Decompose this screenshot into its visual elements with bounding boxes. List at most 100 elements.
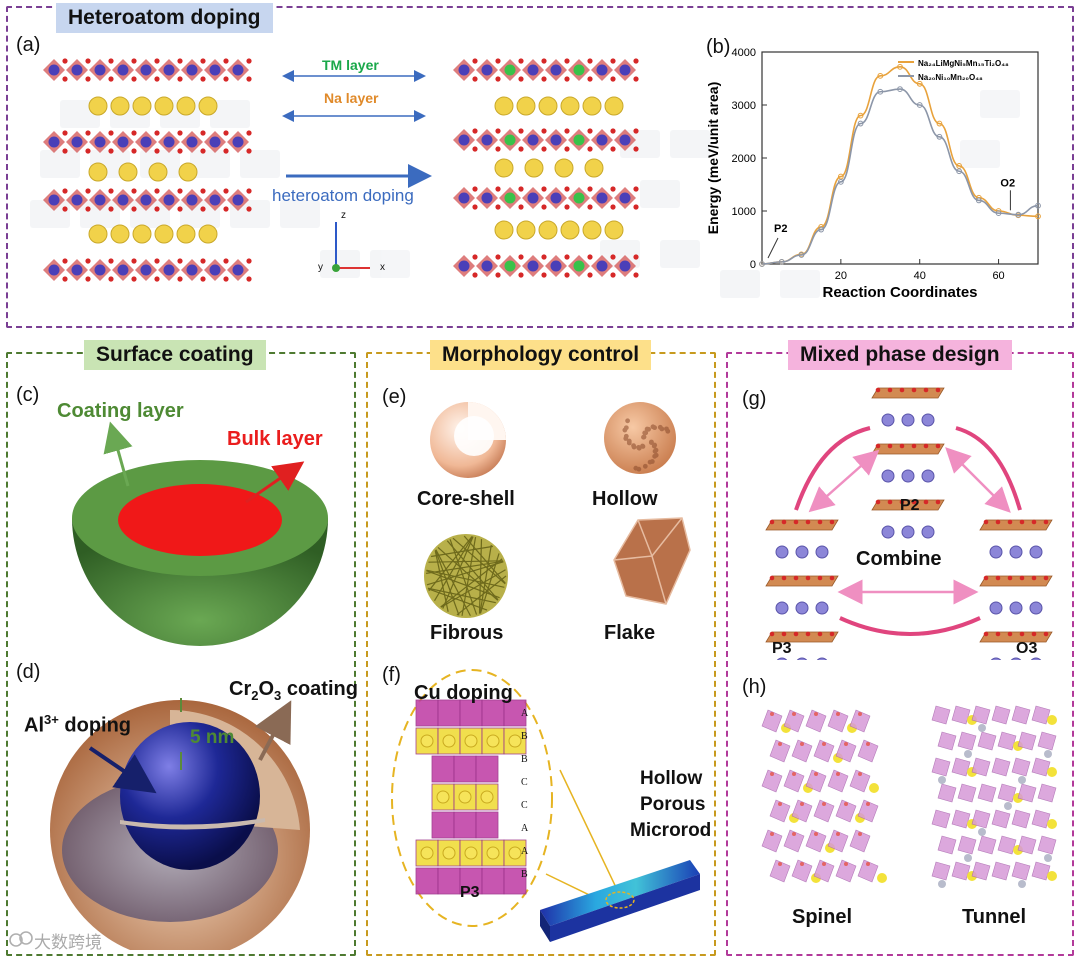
- series-1-point: [916, 102, 923, 108]
- annotation-o2: O2: [1000, 177, 1015, 189]
- hollow-label: Hollow: [592, 488, 658, 510]
- annotation-arrow-0: [767, 237, 779, 259]
- x-tick-label: 40: [914, 270, 926, 282]
- x-axis-label: Reaction Coordinates: [822, 284, 977, 301]
- al-doping-label: Al3+ doping: [24, 712, 132, 737]
- phase-p3-label: P3: [772, 640, 792, 657]
- panel-label-c: (c): [16, 384, 40, 406]
- na-layer-label: Na layer: [324, 90, 379, 106]
- fibrous-label: Fibrous: [430, 622, 504, 644]
- series-0-point: [877, 72, 884, 79]
- stacking-letter: C: [521, 777, 528, 788]
- doped-structure: [453, 58, 639, 278]
- stacking-letter: B: [521, 731, 528, 742]
- rod-label-hollow: Hollow: [640, 768, 703, 789]
- panel-label-a: (a): [16, 34, 41, 56]
- series-1-point: [1015, 211, 1022, 218]
- annotation-p2: P2: [774, 223, 787, 235]
- watermark-logo-icon: [9, 931, 33, 947]
- pristine-structure: [43, 58, 252, 282]
- watermark: 大数跨境: [34, 933, 102, 952]
- core-shell-label: Core-shell: [417, 488, 515, 510]
- layer-arrows: [282, 70, 432, 272]
- series-0-point: [956, 163, 963, 169]
- series-0-point: [936, 120, 943, 127]
- y-tick-label: 2000: [732, 153, 756, 165]
- combine-label: Combine: [856, 548, 942, 570]
- panel-label-b: (b): [706, 36, 731, 58]
- mixed-phase-diagram: [765, 387, 1053, 660]
- y-tick-label: 3000: [732, 100, 756, 112]
- coated-sphere-diagram: [50, 698, 310, 950]
- series-1-point: [975, 197, 982, 204]
- heteroatom-doping-title: Heteroatom doping: [56, 3, 273, 33]
- panel-label-d: (d): [16, 661, 41, 683]
- spinel-label: Spinel: [792, 906, 853, 928]
- spinel-tunnel-structures: [761, 705, 1057, 888]
- series-0-point: [1035, 213, 1041, 220]
- morphology-title: Morphology control: [430, 340, 652, 370]
- coating-layer-label: Coating layer: [57, 400, 184, 422]
- y-axis-label: Energy (meV/unit area): [705, 82, 721, 235]
- series-1-point: [818, 226, 825, 233]
- legend-label-1: Na₂₀Ni₁₀Mn₂₀O₄₈: [918, 73, 983, 82]
- tm-layer-label: TM layer: [322, 57, 379, 73]
- y-tick-label: 1000: [732, 206, 756, 218]
- series-1-point: [897, 86, 903, 92]
- panel-label-g: (g): [742, 388, 767, 410]
- rod-label-porous: Porous: [640, 794, 706, 815]
- stacking-letter: A: [521, 823, 529, 834]
- panel-label-e: (e): [382, 386, 407, 408]
- cu-doping-diagram: [391, 669, 700, 942]
- p3-morphology-label: P3: [460, 884, 480, 901]
- heteroatom-doping-arrow-label: heteroatom doping: [272, 186, 414, 205]
- rod-label-microrod: Microrod: [630, 820, 712, 841]
- panel-label-h: (h): [742, 676, 767, 698]
- series-0-point: [857, 112, 864, 119]
- series-1-point: [995, 210, 1002, 217]
- series-1-point: [857, 120, 864, 127]
- axis-y-label: y: [318, 262, 323, 273]
- series-line-0: [761, 66, 1039, 265]
- series-0-point: [897, 63, 903, 70]
- mixed-phase-title: Mixed phase design: [788, 340, 1012, 370]
- layered-structure-diagram: [43, 58, 639, 282]
- y-tick-label: 0: [750, 259, 756, 271]
- bulk-layer-label: Bulk layer: [227, 428, 323, 450]
- series-1-point: [798, 252, 805, 258]
- surface-coating-title: Surface coating: [84, 340, 266, 370]
- heteroatom-doping-panel: [6, 6, 1074, 328]
- series-1-point: [1035, 202, 1041, 209]
- y-tick-label: 4000: [732, 47, 756, 59]
- x-tick-label: 60: [992, 270, 1004, 282]
- coating-hemisphere: [72, 421, 328, 646]
- series-1-point: [956, 168, 963, 175]
- panel-label-f: (f): [382, 664, 401, 686]
- cu-doping-label: Cu doping: [414, 682, 513, 704]
- phase-o3-label: O3: [1016, 640, 1038, 657]
- tunnel-label: Tunnel: [962, 906, 1027, 928]
- x-tick-label: 20: [835, 270, 847, 282]
- stacking-letter: B: [521, 754, 528, 765]
- stacking-letter: A: [521, 846, 529, 857]
- series-line-1: [761, 88, 1039, 265]
- phase-p2-label: P2: [900, 497, 920, 514]
- cr2o3-coating-label: Cr2O3 coating: [229, 678, 358, 703]
- series-1-point: [759, 261, 765, 267]
- thickness-label: 5 nm: [190, 727, 235, 748]
- stacking-letter: C: [521, 800, 528, 811]
- axis-z-label: z: [341, 210, 346, 221]
- morphology-shapes: [424, 402, 691, 618]
- chart-plot-area: [761, 51, 1039, 265]
- series-0-point: [916, 80, 923, 87]
- legend-label-0: Na₂₄LiMgNi₅Mn₁₅Ti₂O₄₈: [918, 59, 1009, 68]
- series-1-point: [936, 133, 943, 140]
- series-1-point: [837, 178, 844, 185]
- series-1-point: [877, 88, 884, 95]
- flake-label: Flake: [604, 622, 656, 644]
- series-1-point: [778, 258, 785, 265]
- axis-x-label: x: [380, 262, 385, 273]
- stacking-letter: A: [521, 708, 529, 719]
